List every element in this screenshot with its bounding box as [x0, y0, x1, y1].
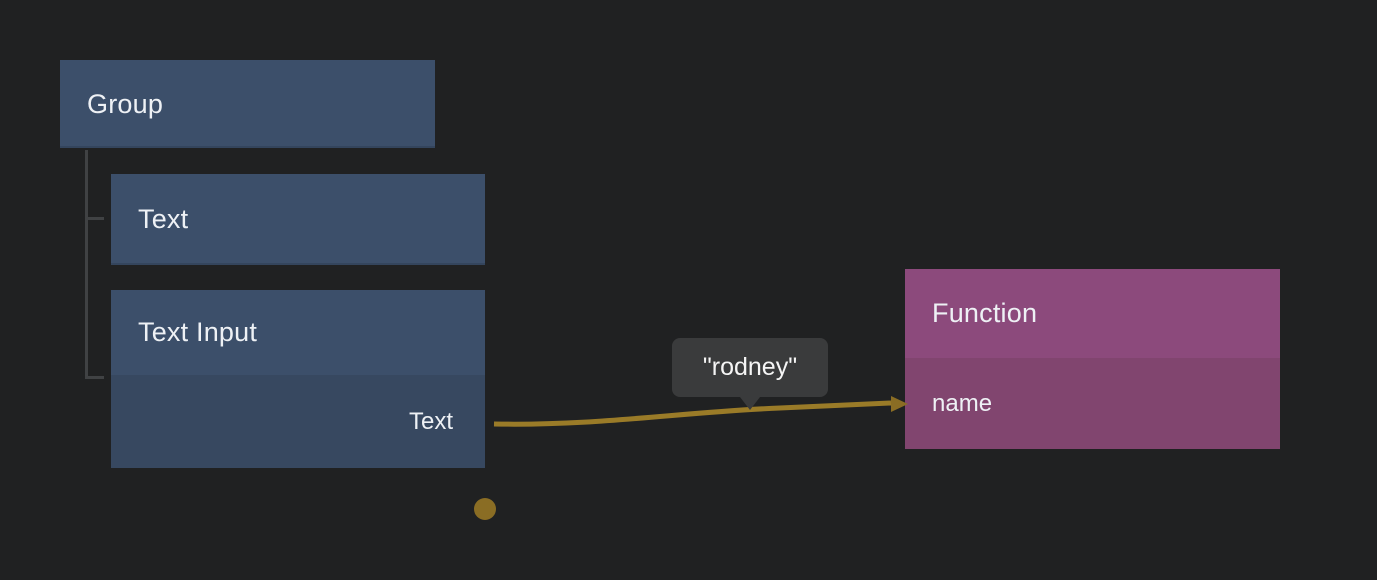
tree-connector-tick [85, 217, 104, 220]
node-group-title: Group [87, 88, 164, 119]
connection-value-label: "rodney" [702, 353, 798, 381]
input-port-row: name [905, 358, 1280, 449]
input-port-label: name [932, 389, 993, 417]
input-arrowhead-icon [891, 396, 908, 412]
output-port-icon[interactable] [474, 498, 496, 520]
node-text-input[interactable]: Text Input Text [111, 290, 496, 520]
tree-connector-line [85, 150, 88, 379]
node-text-input-title: Text Input [111, 290, 485, 375]
node-text-title: Text [138, 204, 189, 234]
node-function-title: Function [905, 269, 1280, 358]
wire-path[interactable] [493, 400, 892, 427]
node-text[interactable]: Text [111, 174, 485, 265]
node-text-input-body: Text [111, 375, 496, 520]
output-port-row: Text [111, 375, 485, 468]
node-function-body: name [905, 358, 1280, 449]
connection-value-tooltip: "rodney" [672, 338, 828, 410]
tree-connector-tick [85, 376, 104, 379]
node-group[interactable]: Group [60, 60, 435, 148]
output-port-label: Text [408, 407, 453, 435]
node-function[interactable]: Function name [905, 269, 1280, 449]
